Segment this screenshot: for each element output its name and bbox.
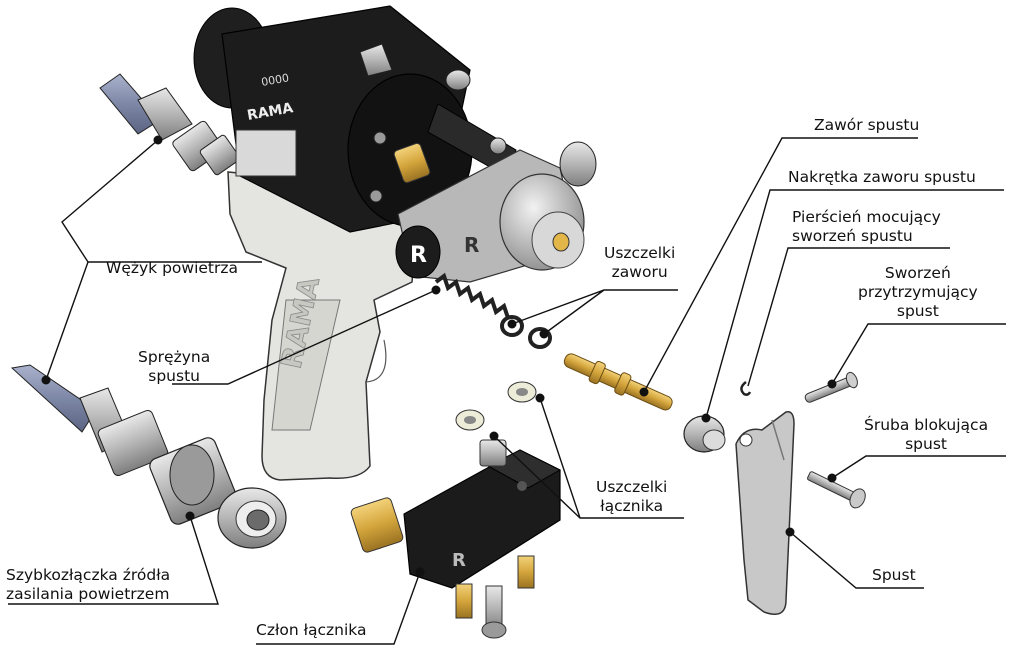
quick-coupler (149, 437, 287, 549)
leader-czlon (256, 571, 421, 645)
label-uszczelki-lacznika-line1: Uszczelki (596, 478, 668, 496)
block-letter: R (452, 550, 466, 571)
label-sprezyna-spustu: Sprężyna spustu (138, 348, 210, 386)
label-pierscien: Pierścień mocujący sworzeń spustu (792, 208, 941, 246)
leader-uszczelki-zaworu (511, 289, 678, 335)
label-pierscien-line1: Pierścień mocujący (792, 208, 941, 226)
air-hose-upper (99, 73, 241, 176)
gun-handle: RAMA (227, 171, 421, 481)
leader-uszczelki-lacznika (493, 397, 684, 519)
brand-text: RAMA (246, 100, 295, 124)
label-waz-powietrza: Wężyk powietrza (106, 259, 238, 278)
label-nakretka-zaworu-text: Nakrętka zaworu spustu (788, 168, 976, 186)
valve-seals (500, 315, 552, 349)
label-sprezyna-line2: spustu (148, 367, 200, 385)
label-szybkozlaczka: Szybkozłączka źródła zasilania powietrze… (6, 566, 170, 604)
connector-block: R (350, 381, 562, 639)
label-sruba-line2: spust (905, 435, 947, 453)
trigger-pin (804, 371, 858, 403)
label-zawor-spustu: Zawór spustu (814, 116, 919, 135)
leader-lines (8, 135, 1006, 645)
leader-waz (45, 139, 262, 381)
label-czlon-lacznika: Człon łącznika (256, 621, 367, 640)
label-nakretka-zaworu: Nakrętka zaworu spustu (788, 168, 976, 187)
code-text: 0000 (260, 71, 290, 89)
trigger-valve (563, 353, 673, 411)
label-czlon-lacznika-text: Człon łącznika (256, 621, 367, 639)
leader-spust (789, 531, 924, 589)
leader-szybkozlaczka (8, 515, 219, 605)
leader-sprezyna (172, 289, 437, 385)
label-sruba-blokujaca: Śruba blokująca spust (864, 416, 988, 454)
leader-sworzen (831, 323, 1006, 385)
label-waz-powietrza-text: Wężyk powietrza (106, 259, 238, 277)
label-sworzen-line1: Sworzeń (884, 264, 951, 282)
leader-nakretka (705, 189, 1004, 419)
label-uszczelki-zaworu-line2: zaworu (611, 263, 668, 281)
label-sworzen: Sworzeń przytrzymujący spust (858, 264, 978, 321)
trigger-spring (434, 272, 510, 319)
label-uszczelki-zaworu-line1: Uszczelki (604, 244, 676, 262)
label-szybkozlaczka-line1: Szybkozłączka źródła (6, 566, 171, 584)
label-pierscien-line2: sworzeń spustu (792, 227, 913, 245)
label-spust-text: Spust (872, 566, 916, 584)
label-zawor-spustu-text: Zawór spustu (814, 116, 920, 134)
label-sprezyna-line1: Sprężyna (138, 348, 211, 366)
side-letter-1: R (410, 243, 427, 268)
side-letter-2: R (464, 233, 479, 257)
label-uszczelki-zaworu: Uszczelki zaworu (604, 244, 675, 282)
label-sworzen-line2: przytrzymujący (858, 283, 978, 301)
label-spust: Spust (872, 566, 916, 585)
trigger (735, 411, 795, 615)
air-hose-lower (10, 364, 169, 477)
leader-sruba (831, 455, 1006, 479)
label-uszczelki-lacznika: Uszczelki łącznika (596, 478, 667, 516)
lock-screw (807, 471, 866, 509)
label-sworzen-line3: spust (896, 302, 939, 320)
leader-pierscien (747, 247, 950, 387)
label-sruba-line1: Śruba blokująca (864, 416, 989, 434)
leader-zawor (643, 137, 918, 393)
front-manifold: R R (393, 141, 597, 283)
valve-nut (683, 415, 726, 453)
label-uszczelki-lacznika-line2: łącznika (600, 497, 664, 515)
retaining-ring (740, 381, 752, 396)
label-szybkozlaczka-line2: zasilania powietrzem (6, 585, 170, 603)
